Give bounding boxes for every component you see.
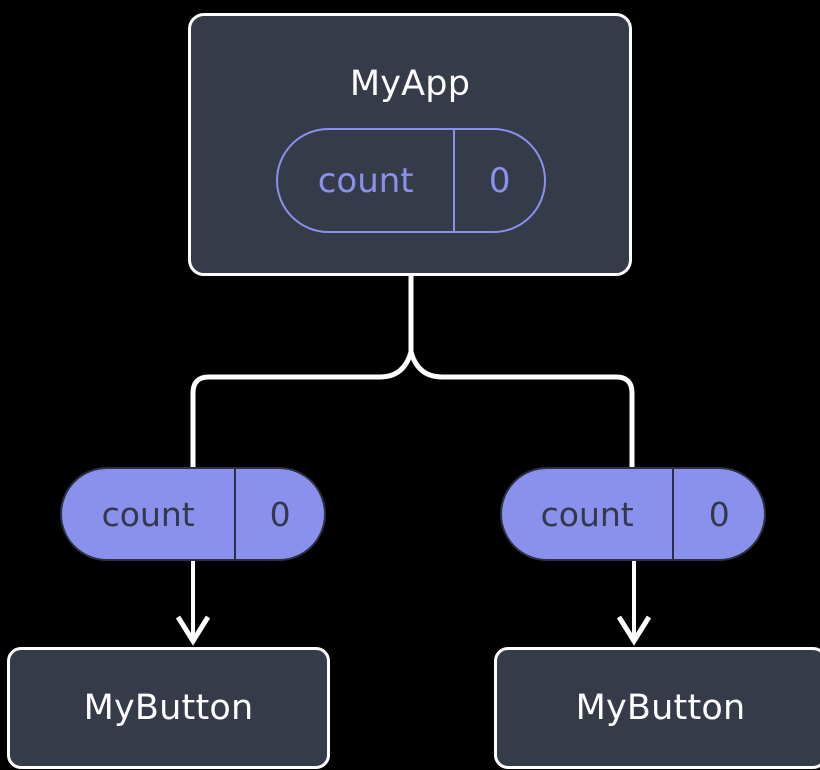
state-pill-child-0[interactable]: count 0 bbox=[60, 467, 326, 561]
state-value: 0 bbox=[672, 469, 764, 559]
component-label-mybutton-right: MyButton bbox=[575, 687, 746, 728]
state-pill-myapp[interactable]: count 0 bbox=[276, 128, 546, 233]
state-key: count bbox=[540, 494, 634, 534]
component-label-myapp: MyApp bbox=[349, 64, 471, 104]
state-value: 0 bbox=[453, 130, 544, 231]
state-key: count bbox=[101, 494, 195, 534]
connector-fork bbox=[190, 349, 635, 467]
component-node-mybutton-right[interactable]: MyButton bbox=[494, 647, 820, 769]
arrow-left-head bbox=[175, 615, 211, 646]
arrow-right-head bbox=[616, 615, 652, 646]
state-key: count bbox=[317, 160, 414, 201]
component-label-mybutton-left: MyButton bbox=[83, 687, 254, 728]
state-value: 0 bbox=[234, 469, 324, 559]
component-node-mybutton-left[interactable]: MyButton bbox=[7, 647, 330, 769]
state-pill-child-1[interactable]: count 0 bbox=[500, 467, 766, 561]
